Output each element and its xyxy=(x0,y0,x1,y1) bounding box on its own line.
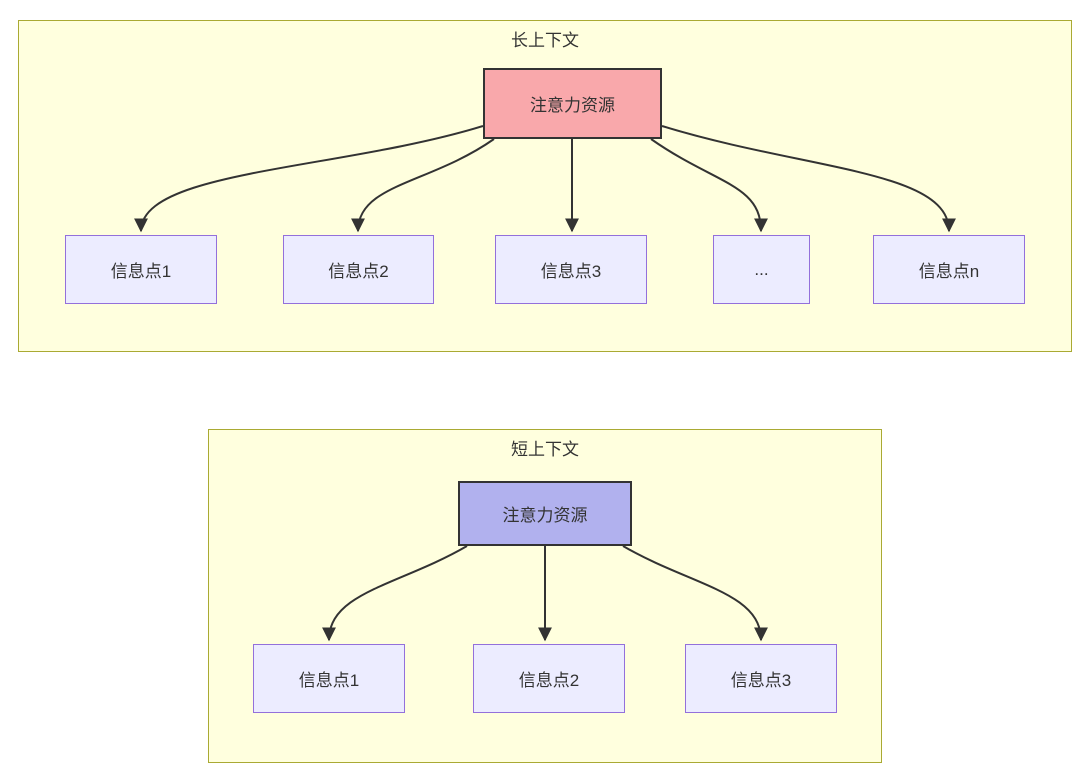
short-info-node-2: 信息点2 xyxy=(473,644,625,713)
long-info-node-ellipsis: ... xyxy=(713,235,810,304)
long-info-node-2: 信息点2 xyxy=(283,235,434,304)
short-context-title: 短上下文 xyxy=(511,440,579,459)
short-info-node-3: 信息点3 xyxy=(685,644,837,713)
short-attention-resource-node: 注意力资源 xyxy=(458,481,632,546)
long-attention-resource-node: 注意力资源 xyxy=(483,68,662,139)
long-context-title: 长上下文 xyxy=(511,31,579,50)
long-info-node-1: 信息点1 xyxy=(65,235,217,304)
long-info-node-3: 信息点3 xyxy=(495,235,647,304)
long-info-node-n: 信息点n xyxy=(873,235,1025,304)
short-info-node-1: 信息点1 xyxy=(253,644,405,713)
